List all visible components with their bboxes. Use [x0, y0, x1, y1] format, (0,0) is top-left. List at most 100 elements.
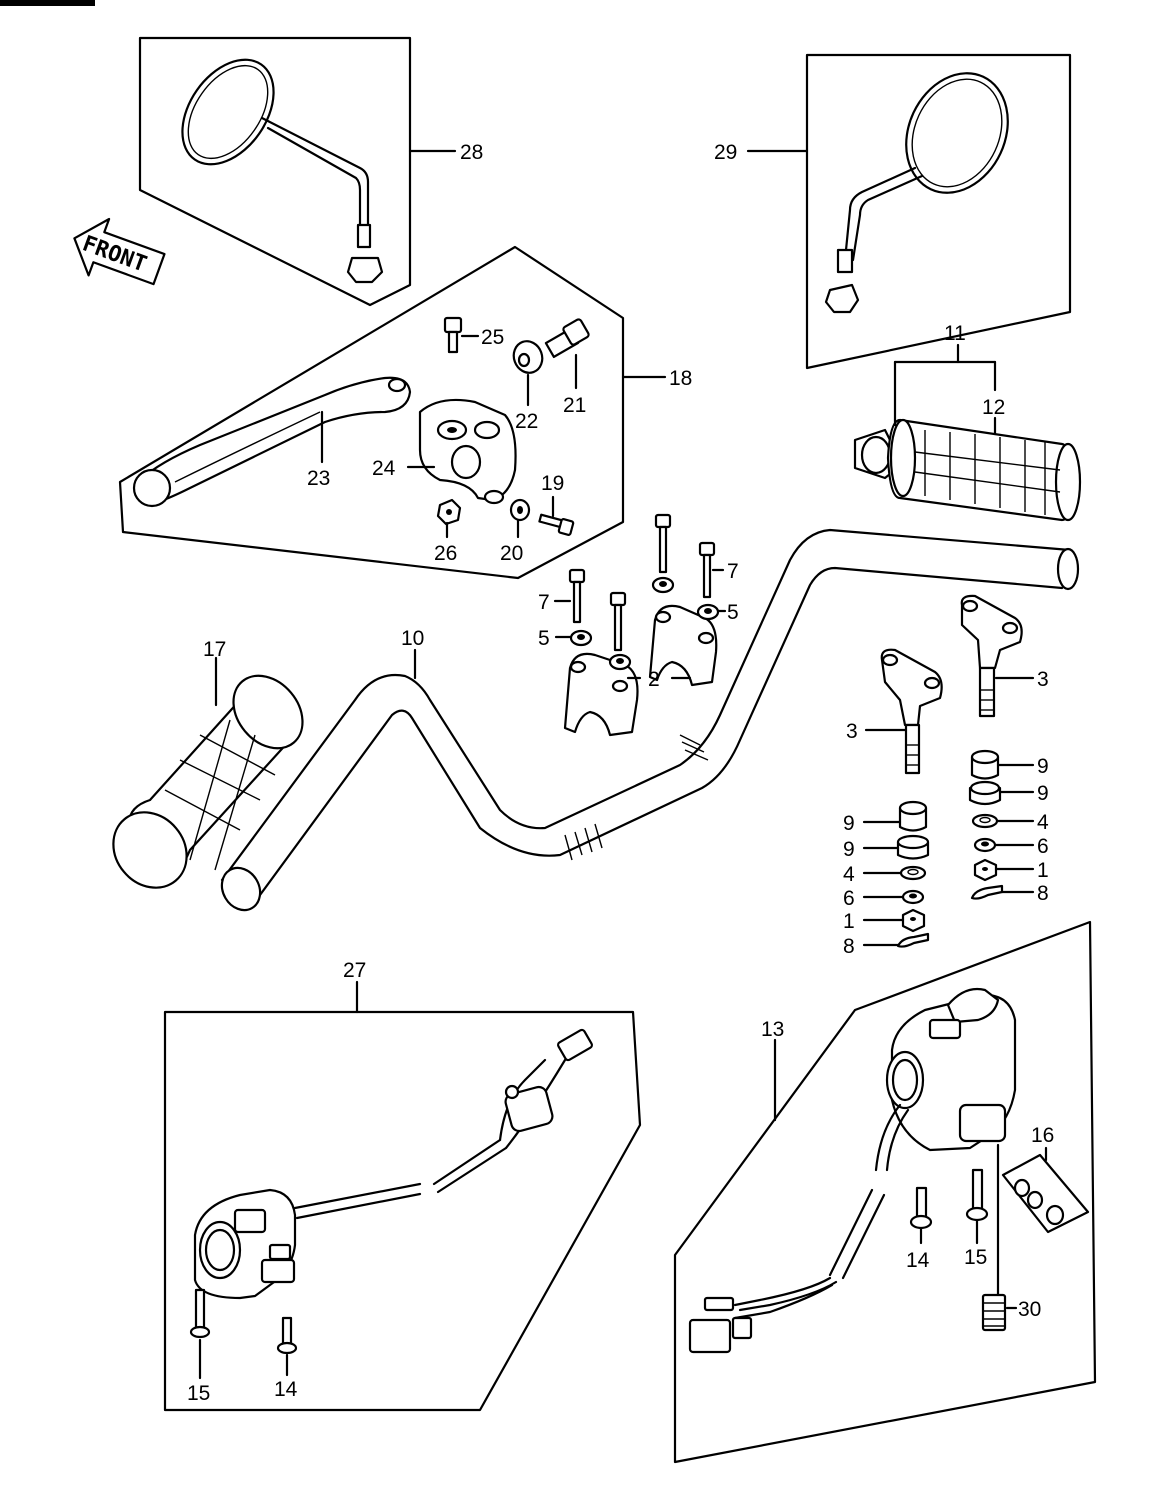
front-arrow-icon	[73, 217, 166, 286]
label-9-d: 9	[843, 838, 855, 861]
riser-3-right-icon	[960, 594, 1023, 718]
label-9-b: 9	[1037, 782, 1049, 805]
mirror-right-icon	[824, 72, 1009, 314]
cushion-9-a-icon	[970, 749, 1000, 780]
right-grip-icon	[853, 418, 1082, 522]
bolt-7-a-icon	[568, 568, 586, 624]
label-5-a: 5	[538, 627, 550, 650]
lever-assembly-frame	[118, 245, 625, 580]
handlebar-10-group: 10	[220, 528, 1080, 912]
bolt-7-c-icon	[654, 513, 672, 574]
left-switch-27-group: 27 15	[163, 959, 642, 1412]
washer-6-a-icon	[901, 889, 925, 905]
nut-26-icon	[436, 498, 462, 526]
label-27: 27	[343, 959, 366, 982]
label-28: 28	[460, 141, 483, 164]
bolt-25-icon	[443, 316, 463, 354]
label-14-b: 14	[906, 1249, 930, 1272]
washer-6-b-icon	[973, 837, 997, 853]
screw-15-a-icon	[189, 1288, 211, 1339]
mirror-left-icon	[181, 58, 384, 284]
bolt-7-d-icon	[698, 541, 716, 599]
screw-15-b-icon	[965, 1168, 989, 1222]
label-24: 24	[372, 457, 396, 480]
label-21: 21	[563, 394, 586, 417]
label-11: 11	[944, 322, 966, 345]
label-22: 22	[515, 410, 538, 433]
label-8-b: 8	[1037, 882, 1049, 905]
holder-2-right-icon	[648, 604, 718, 687]
right-switch-13-group: 13 14	[673, 920, 1097, 1464]
label-2: 2	[648, 668, 660, 691]
screw-14-a-icon	[276, 1316, 298, 1355]
cushion-9-d-icon	[896, 834, 930, 860]
right-switch-frame	[673, 920, 1097, 1464]
label-26: 26	[434, 542, 457, 565]
label-14-a: 14	[274, 1378, 298, 1401]
label-7-b: 7	[727, 560, 739, 583]
label-29: 29	[714, 141, 737, 164]
washer-20-icon	[509, 498, 531, 522]
label-3-b: 3	[1037, 668, 1049, 691]
holder-24-icon	[418, 398, 517, 505]
left-switch-icon	[193, 1028, 593, 1300]
label-1-a: 1	[843, 910, 855, 933]
label-5-b: 5	[727, 601, 739, 624]
contact-plate-16-icon	[1001, 1153, 1090, 1234]
label-15-a: 15	[187, 1382, 210, 1405]
label-23: 23	[307, 467, 330, 490]
label-6-a: 6	[843, 887, 855, 910]
mirror-28-frame	[138, 36, 412, 307]
cushion-9-b-icon	[968, 780, 1002, 806]
screw-14-b-icon	[909, 1186, 933, 1230]
label-18: 18	[669, 367, 692, 390]
washer-5-a-icon	[569, 629, 593, 647]
washer-5-b-icon	[608, 653, 632, 671]
label-12: 12	[982, 396, 1005, 419]
corner-mark	[0, 0, 95, 6]
washer-4-a-icon	[899, 865, 927, 881]
label-15-b: 15	[964, 1246, 987, 1269]
label-17: 17	[203, 638, 226, 661]
label-25: 25	[481, 326, 504, 349]
washer-4-b-icon	[971, 813, 999, 829]
left-switch-frame	[163, 1010, 642, 1412]
label-20: 20	[500, 542, 523, 565]
front-arrow-group: FRONT	[73, 217, 166, 286]
grip-11-group: 11 12	[853, 322, 1082, 522]
nut-1-a-icon	[901, 908, 926, 933]
right-switch-icon	[688, 987, 1017, 1354]
washer-5-d-icon	[696, 603, 720, 621]
label-13: 13	[761, 1018, 784, 1041]
label-9-c: 9	[843, 812, 855, 835]
lever-23-icon	[132, 376, 412, 508]
screw-19-icon	[538, 513, 575, 536]
cotter-pin-8-a-icon	[896, 932, 930, 948]
label-30: 30	[1018, 1298, 1041, 1321]
riser-3-left-icon	[880, 648, 943, 775]
mirror-29-group: 29	[714, 53, 1072, 370]
mirror-28-group: 28	[138, 36, 483, 307]
label-8-a: 8	[843, 935, 855, 958]
label-3-a: 3	[846, 720, 858, 743]
handlebar-icon	[220, 528, 1072, 882]
holder-2-left-icon	[563, 652, 639, 737]
label-4-a: 4	[843, 863, 855, 886]
grip-17-group: 17	[112, 638, 304, 889]
label-19: 19	[541, 472, 564, 495]
bolt-7-b-icon	[609, 591, 627, 652]
riser-stacks-group: 3 3 9 9 4	[843, 594, 1049, 958]
mirror-29-frame	[805, 53, 1072, 370]
label-4-b: 4	[1037, 811, 1049, 834]
label-1-b: 1	[1037, 859, 1049, 882]
label-10: 10	[401, 627, 424, 650]
cushion-9-c-icon	[898, 800, 928, 832]
label-6-b: 6	[1037, 835, 1049, 858]
adjuster-21-icon	[544, 318, 590, 359]
label-16: 16	[1031, 1124, 1054, 1147]
lever-assembly-18: 18 23 24 25	[118, 245, 692, 580]
nut-1-b-icon	[973, 858, 998, 882]
label-7-a: 7	[538, 591, 550, 614]
left-grip-icon	[112, 674, 304, 889]
